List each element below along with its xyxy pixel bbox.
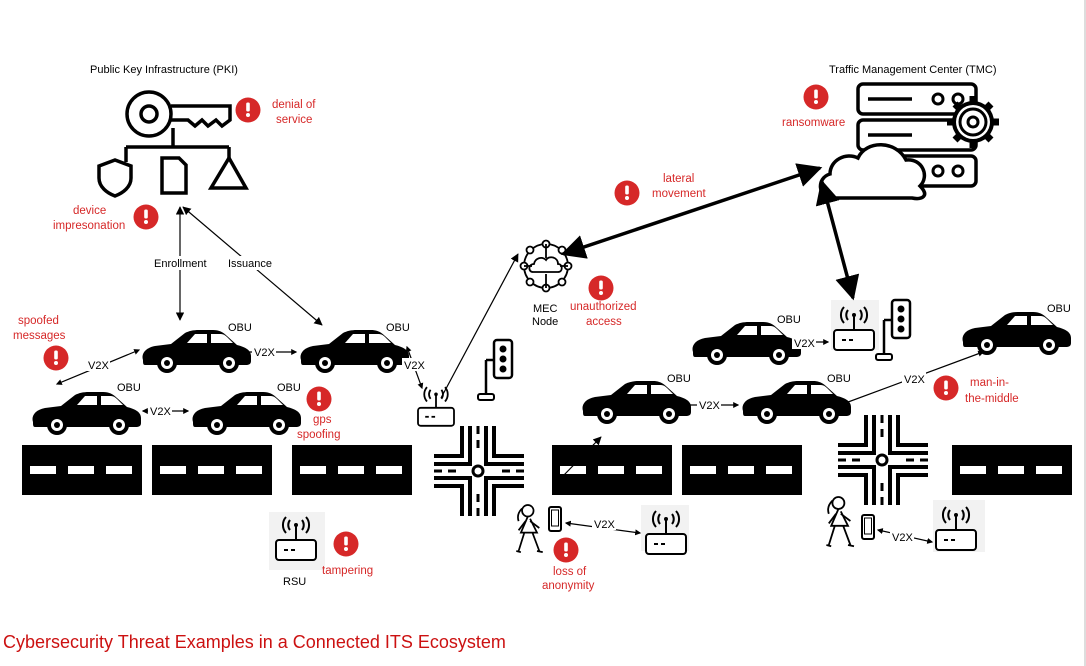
right-border — [1084, 0, 1086, 666]
car-icon — [192, 392, 301, 435]
alert-icon — [933, 375, 959, 401]
car-icon — [742, 381, 851, 424]
pki-title: Public Key Infrastructure (PKI) — [90, 64, 238, 76]
obu-label: OBU — [667, 373, 691, 385]
tmc-group: Traffic Management Center (TMC) — [818, 64, 999, 201]
road-segment — [292, 445, 412, 495]
v2x-label: V2X — [794, 338, 815, 350]
mec-label-2: Node — [532, 316, 558, 328]
alert-icon — [588, 275, 614, 301]
threat-unauthorized-access-1: unauthorized — [570, 301, 637, 313]
road-segment — [152, 445, 272, 495]
v2x-label: V2X — [254, 347, 275, 359]
obu-label: OBU — [777, 314, 801, 326]
issuance-label: Issuance — [228, 258, 272, 270]
phone-icon — [548, 506, 562, 532]
v2x-label: V2X — [150, 406, 171, 418]
car-icon — [692, 322, 801, 365]
threat-device-impersonation-1: device — [73, 205, 106, 217]
car-icon — [32, 392, 141, 435]
threat-loss-of-anonymity-2: anonymity — [542, 580, 595, 592]
threat-device-impersonation-2: impresonation — [53, 220, 125, 232]
threat-unauthorized-access-2: access — [586, 316, 622, 328]
tmc-title: Traffic Management Center (TMC) — [829, 64, 997, 76]
mec-label-1: MEC — [533, 303, 558, 315]
road-segments — [22, 413, 1072, 518]
intersection-icon — [836, 413, 930, 507]
threat-lateral-movement-1: lateral — [663, 173, 694, 185]
road-segment — [952, 445, 1072, 495]
mec-node-icon — [519, 239, 573, 293]
threat-tampering: tampering — [322, 565, 373, 577]
alert-icon — [133, 204, 159, 230]
alert-icon — [614, 180, 640, 206]
obu-label: OBU — [117, 382, 141, 394]
threat-spoofed-messages-2: messages — [13, 330, 66, 342]
threat-mitm-2: the-middle — [965, 393, 1019, 405]
v2x-label: V2X — [594, 519, 615, 531]
threat-mitm-1: man-in- — [970, 377, 1009, 389]
phone-icon — [861, 514, 875, 540]
threat-ransomware: ransomware — [782, 117, 845, 129]
pedestrian-icon — [515, 504, 544, 554]
rsu-label: RSU — [283, 576, 306, 588]
enrollment-label: Enrollment — [154, 258, 207, 270]
v2x-label: V2X — [699, 400, 720, 412]
threat-lateral-movement-2: movement — [652, 188, 706, 200]
threat-gps-spoofing-2: spoofing — [297, 429, 340, 441]
car-icon — [300, 330, 409, 373]
traffic-light-icon — [874, 298, 912, 362]
alert-icon — [43, 345, 69, 371]
road-segment — [22, 445, 142, 495]
warning-triangle-icon — [207, 154, 250, 190]
v2x-label: V2X — [404, 360, 425, 372]
alert-icon — [235, 97, 261, 123]
figure-caption: Cybersecurity Threat Examples in a Conne… — [3, 632, 506, 652]
pedestrian-icon — [825, 496, 855, 548]
threat-loss-of-anonymity-1: loss of — [553, 566, 587, 578]
threat-denial-of-service-2: service — [276, 114, 312, 126]
obu-label: OBU — [228, 322, 252, 334]
intersection-icon — [432, 424, 526, 518]
road-segment — [552, 445, 672, 495]
document-icon — [160, 156, 188, 195]
v2x-label: V2X — [904, 374, 925, 386]
v2x-label: V2X — [892, 532, 913, 544]
alert-icon — [553, 537, 579, 563]
v2x-label: V2X — [88, 360, 109, 372]
threat-spoofed-messages-1: spoofed — [18, 315, 59, 327]
obu-label: OBU — [277, 382, 301, 394]
alert-icon — [333, 531, 359, 557]
key-icon — [124, 90, 232, 162]
road-segment — [682, 445, 802, 495]
obu-label: OBU — [386, 322, 410, 334]
alert-icon — [306, 386, 332, 412]
link-labels: Enrollment Issuance V2X V2X V2X V2X V2X … — [86, 256, 926, 544]
obu-label: OBU — [827, 373, 851, 385]
gear-icon — [947, 96, 999, 148]
alert-icon — [803, 84, 829, 110]
pki-group: Public Key Infrastructure (PKI) — [90, 64, 250, 198]
car-icon — [582, 381, 691, 424]
cloud-icon — [818, 143, 927, 201]
car-icon — [962, 312, 1071, 355]
traffic-light-icon — [476, 338, 514, 402]
threat-gps-spoofing-1: gps — [313, 414, 332, 426]
infrastructure: RSU — [269, 298, 985, 588]
router-icon — [417, 386, 455, 427]
car-icon — [142, 330, 251, 373]
threat-denial-of-service-1: denial of — [272, 99, 316, 111]
threat-labels: denial of service device impresonation s… — [13, 99, 1019, 592]
obu-label: OBU — [1047, 303, 1071, 315]
shield-icon — [97, 158, 133, 198]
